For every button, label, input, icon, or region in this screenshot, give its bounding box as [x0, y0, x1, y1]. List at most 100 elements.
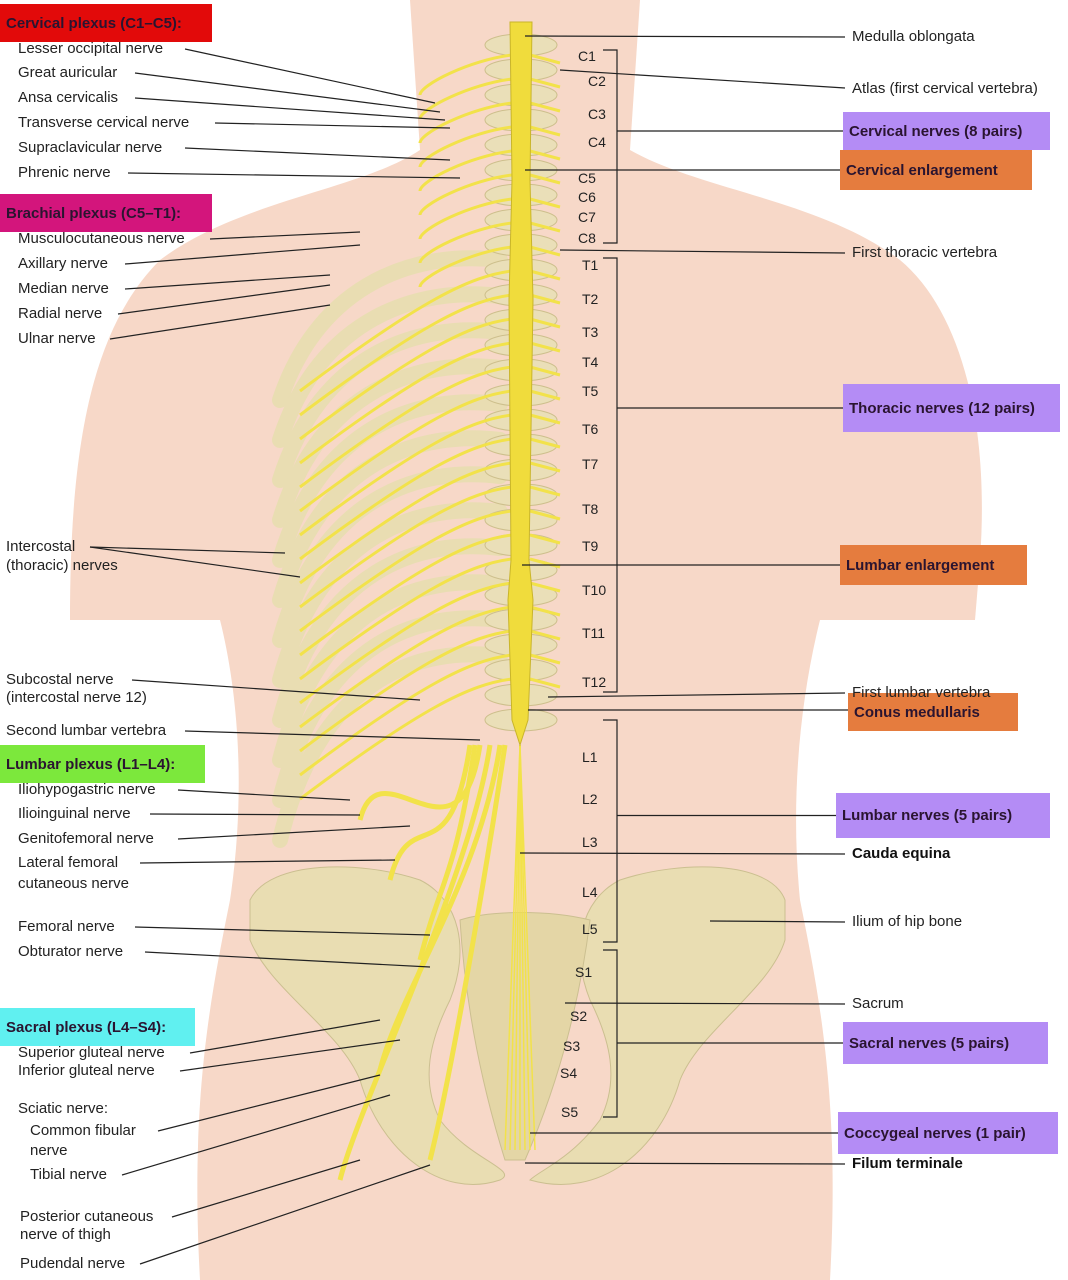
- label-post-cutaneous-2: nerve of thigh: [20, 1226, 111, 1243]
- region-bracket: [603, 719, 618, 943]
- vertebra-label-t6: T6: [582, 421, 599, 437]
- box-sacral-nerves: Sacral nerves (5 pairs): [843, 1022, 1048, 1064]
- leader-line: [89, 546, 286, 554]
- nerve-branch: [529, 365, 561, 377]
- nerve-branch: [418, 245, 513, 288]
- label-ansa-cervicalis: Ansa cervicalis: [18, 89, 119, 106]
- leader-line: [184, 48, 436, 104]
- leader-line: [149, 813, 361, 816]
- vertebra-label-c3: C3: [588, 106, 606, 122]
- cauda-fiber: [519, 744, 536, 1151]
- rib: [272, 430, 508, 608]
- vertebra-label-t2: T2: [582, 291, 599, 307]
- nerve-branch: [427, 744, 508, 1161]
- nerve-branch: [299, 461, 513, 585]
- leader-line: [559, 249, 846, 254]
- label-great-auricular: Great auricular: [18, 64, 118, 81]
- leader-line: [124, 274, 331, 290]
- label-medulla: Medulla oblongata: [852, 28, 975, 45]
- vertebra-label-s4: S4: [560, 1065, 578, 1081]
- box-coccygeal-nerves: Coccygeal nerves (1 pair): [838, 1112, 1058, 1154]
- leader-lines: [89, 35, 848, 1265]
- sacrum-bone: [459, 912, 591, 1161]
- vertebra-label-t5: T5: [582, 383, 599, 399]
- rib: [272, 286, 508, 448]
- label-obturator: Obturator nerve: [18, 943, 124, 960]
- vertebra-label-c8: C8: [578, 230, 596, 246]
- leader-line: [519, 852, 846, 855]
- rib: [272, 502, 508, 688]
- cauda-fiber: [519, 744, 531, 1151]
- vertebra-label-t4: T4: [582, 354, 599, 370]
- box-conus: Conus medullaris: [848, 693, 1018, 731]
- cauda-fiber: [519, 744, 526, 1151]
- nerve-branch: [529, 101, 561, 113]
- nerve-branch: [418, 173, 513, 216]
- nerve-branch: [418, 101, 513, 144]
- nerve-branch: [529, 437, 561, 449]
- label-filum: Filum terminale: [852, 1155, 963, 1172]
- vertebra-label-t10: T10: [582, 582, 607, 598]
- vertebra-label-c2: C2: [588, 73, 606, 89]
- nerve-branch: [529, 461, 561, 473]
- label-lesser-occipital: Lesser occipital nerve: [18, 40, 164, 57]
- label-lat-femoral-2: cutaneous nerve: [18, 875, 129, 892]
- lumbar-plexus-heading: Lumbar plexus (L1–L4):: [0, 745, 205, 783]
- nerve-branch: [299, 557, 513, 681]
- nerve-branch: [418, 125, 513, 168]
- leader-line: [189, 1019, 381, 1054]
- label-first-thoracic: First thoracic vertebra: [852, 244, 998, 261]
- region-bracket: [603, 49, 618, 244]
- nerve-branch: [529, 509, 561, 521]
- leader-line: [547, 692, 846, 698]
- label-genitofemoral: Genitofemoral nerve: [18, 830, 154, 847]
- sacral-plexus-heading: Sacral plexus (L4–S4):: [0, 1008, 195, 1046]
- vertebra-label-t11: T11: [582, 625, 606, 641]
- nerve-branch: [299, 269, 513, 393]
- spinal-nerves: [299, 53, 561, 1181]
- nerve-branch: [529, 293, 561, 305]
- nerve-branch: [299, 533, 513, 657]
- leader-line: [144, 951, 431, 968]
- pelvis-right: [529, 866, 786, 1185]
- label-transverse-cervical: Transverse cervical nerve: [18, 114, 190, 131]
- label-post-cutaneous-1: Posterior cutaneous: [20, 1208, 154, 1225]
- leader-line: [179, 1039, 401, 1072]
- leader-line: [139, 1164, 431, 1265]
- nerve-branch: [299, 341, 513, 465]
- nerve-branch: [299, 605, 513, 729]
- vertebra-label-c7: C7: [578, 209, 596, 225]
- vertebra-label-l5: L5: [582, 921, 598, 937]
- nerve-branch: [529, 581, 561, 593]
- nerve-branch: [529, 245, 561, 257]
- nerve-branch: [299, 365, 513, 489]
- label-first-lumbar: First lumbar vertebra: [852, 684, 991, 701]
- leader-line: [134, 97, 446, 121]
- nerve-branch: [529, 389, 561, 401]
- region-bracket: [603, 949, 618, 1118]
- nerve-branch: [387, 744, 473, 881]
- nerve-branch: [418, 77, 513, 120]
- region-bracket: [603, 257, 618, 693]
- leader-line: [559, 69, 846, 89]
- leader-line: [171, 1159, 361, 1218]
- nerve-branch: [529, 341, 561, 353]
- leader-line: [109, 304, 331, 340]
- label-ulnar: Ulnar nerve: [18, 330, 96, 347]
- box-lumbar-enlargement: Lumbar enlargement: [840, 545, 1027, 585]
- vertebra-label-t12: T12: [582, 674, 607, 690]
- nerve-branch: [529, 557, 561, 569]
- box-thoracic-nerves: Thoracic nerves (12 pairs): [843, 384, 1060, 432]
- nerve-branch: [529, 317, 561, 329]
- label-musculocutaneous: Musculocutaneous nerve: [18, 230, 185, 247]
- leader-line: [184, 147, 451, 161]
- rib: [272, 574, 508, 768]
- nerve-branch: [299, 581, 513, 705]
- nerve-branch: [529, 629, 561, 641]
- vertebra-label-l1: L1: [582, 749, 598, 765]
- leader-line: [121, 1094, 391, 1176]
- label-phrenic: Phrenic nerve: [18, 164, 111, 181]
- nerve-branch: [529, 53, 561, 65]
- leader-line: [214, 122, 451, 129]
- cauda-fiber: [509, 744, 521, 1151]
